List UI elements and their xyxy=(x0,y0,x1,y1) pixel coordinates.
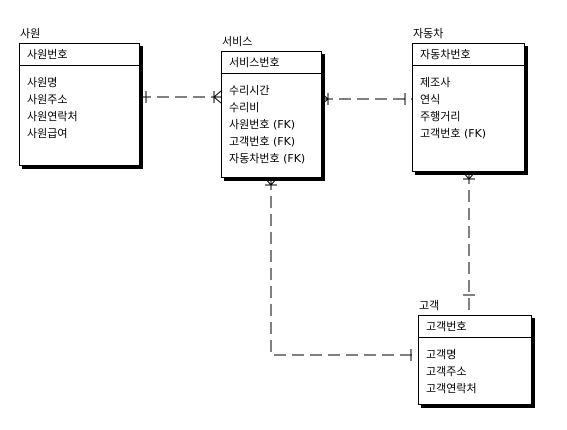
attribute: 고객명 xyxy=(426,348,457,361)
entity-employee-name: 사원 xyxy=(20,27,41,40)
attribute: 고객주소 xyxy=(426,365,467,378)
attribute: 고객번호 (FK) xyxy=(420,127,487,140)
entity-service-name: 서비스 xyxy=(222,35,253,48)
entity-customer-key: 고객번호 xyxy=(419,316,531,338)
entity-car-attributes: 제조사 연식 주행거리 고객번호 (FK) xyxy=(420,74,522,142)
attribute: 주행거리 xyxy=(420,110,461,123)
attribute: 사원주소 xyxy=(27,93,68,106)
entity-employee-key: 사원번호 xyxy=(20,44,139,66)
attribute: 사원연락처 xyxy=(27,110,78,123)
attribute: 고객연락처 xyxy=(426,382,477,395)
entity-employee-attributes: 사원명 사원주소 사원연락처 사원급여 xyxy=(27,74,137,142)
relationship-customer-service xyxy=(270,178,418,356)
attribute: 자동차번호 (FK) xyxy=(229,152,306,165)
entity-service[interactable]: 서비스번호 수리시간 수리비 사원번호 (FK) 고객번호 (FK) 자동차번호… xyxy=(221,51,322,178)
attribute: 연식 xyxy=(420,93,441,106)
entity-car-key: 자동차번호 xyxy=(413,44,524,66)
entity-customer-name: 고객 xyxy=(419,299,440,312)
entity-service-attributes: 수리시간 수리비 사원번호 (FK) 고객번호 (FK) 자동차번호 (FK) xyxy=(229,82,319,167)
entity-car[interactable]: 자동차번호 제조사 연식 주행거리 고객번호 (FK) xyxy=(412,43,525,172)
entity-car-name: 자동차 xyxy=(413,27,444,40)
entity-employee[interactable]: 사원번호 사원명 사원주소 사원연락처 사원급여 xyxy=(19,43,140,166)
attribute: 사원명 xyxy=(27,76,58,89)
attribute: 사원번호 (FK) xyxy=(229,118,296,131)
attribute: 수리비 xyxy=(229,101,260,114)
attribute: 수리시간 xyxy=(229,84,270,97)
entity-customer-attributes: 고객명 고객주소 고객연락처 xyxy=(426,346,529,397)
attribute: 고객번호 (FK) xyxy=(229,135,296,148)
attribute: 제조사 xyxy=(420,76,451,89)
attribute: 사원급여 xyxy=(27,127,68,140)
entity-service-key: 서비스번호 xyxy=(222,52,321,74)
entity-customer[interactable]: 고객번호 고객명 고객주소 고객연락처 xyxy=(418,315,532,405)
